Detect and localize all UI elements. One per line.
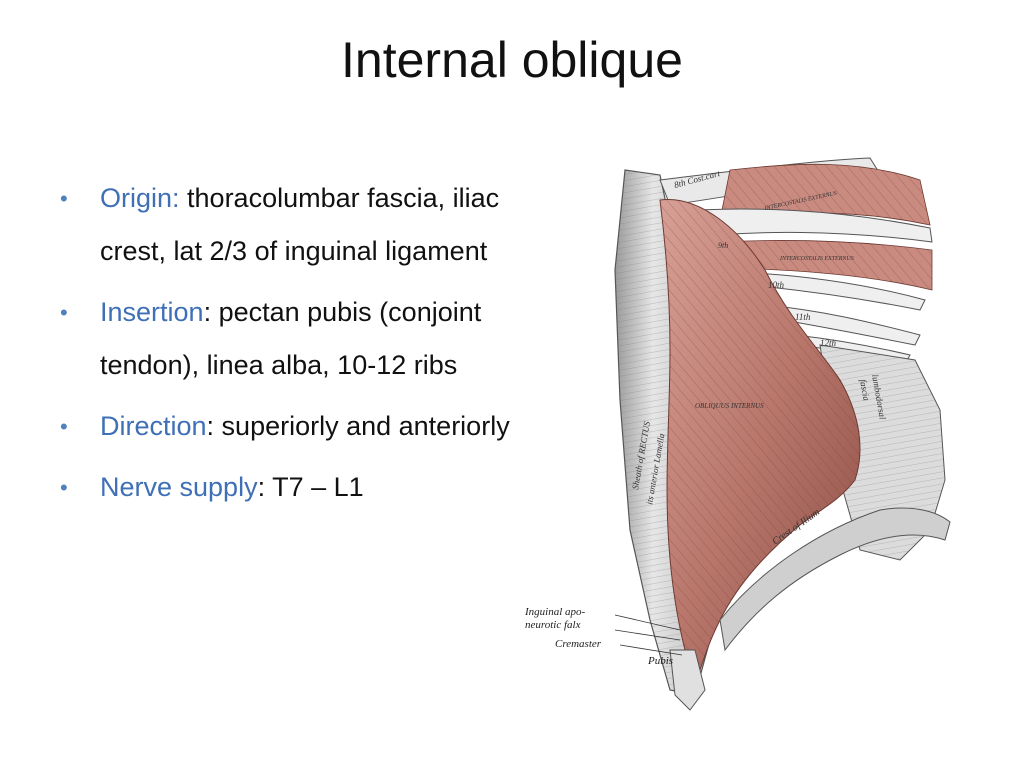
label-fascia: fascia — [858, 379, 872, 402]
rib-11 — [764, 304, 921, 346]
bullet-list: • Origin: thoracolumbar fascia, iliac cr… — [56, 172, 516, 522]
bullet-nerve-supply: • Nerve supply: T7 – L1 — [56, 461, 516, 514]
crest-of-ilium — [719, 507, 951, 652]
bullet-dot: • — [60, 300, 68, 325]
bullet-direction: • Direction: superiorly and anteriorly — [56, 400, 516, 453]
bullet-term: Nerve supply — [100, 472, 258, 502]
bullet-insertion: • Insertion: pectan pubis (conjoint tend… — [56, 286, 516, 392]
label-inguinal-apo: Inguinal apo- — [524, 606, 586, 618]
label-obliquus-internus: OBLIQUUS INTERNUS — [695, 402, 764, 410]
rib-10 — [733, 271, 926, 311]
bullet-term: Direction — [100, 411, 207, 441]
bullet-text: thoracolumbar fascia, iliac crest, lat 2… — [100, 183, 500, 266]
bullet-dot: • — [60, 186, 68, 211]
label-pubis: Pubis — [647, 655, 673, 667]
pubis — [669, 649, 706, 711]
bullet-text: : pectan pubis (conjoint tendon), linea … — [100, 297, 482, 380]
slide-title: Internal oblique — [341, 32, 683, 88]
label-eleventh: 11th — [795, 312, 811, 322]
label-cremaster: Cremaster — [555, 638, 602, 650]
bullet-origin: • Origin: thoracolumbar fascia, iliac cr… — [56, 172, 516, 278]
label-ninth: 9th — [718, 241, 728, 250]
label-neurotic-falx: neurotic falx — [525, 619, 581, 631]
internal-oblique-illustration: 8th Cost.cart INTERCOSTALIS EXTERNUS 9th… — [524, 157, 951, 711]
label-tenth: 10th — [768, 280, 785, 290]
bullet-dot: • — [60, 414, 68, 439]
label-intercostalis-2: INTERCOSTALIS EXTERNUS — [779, 256, 854, 262]
label-twelfth: 12th — [820, 338, 837, 348]
bullet-term: Origin: — [100, 183, 180, 213]
bullet-text: : T7 – L1 — [257, 472, 364, 502]
bullet-term: Insertion — [100, 297, 204, 327]
bullet-dot: • — [60, 475, 68, 500]
bullet-text: : superiorly and anteriorly — [206, 411, 510, 441]
